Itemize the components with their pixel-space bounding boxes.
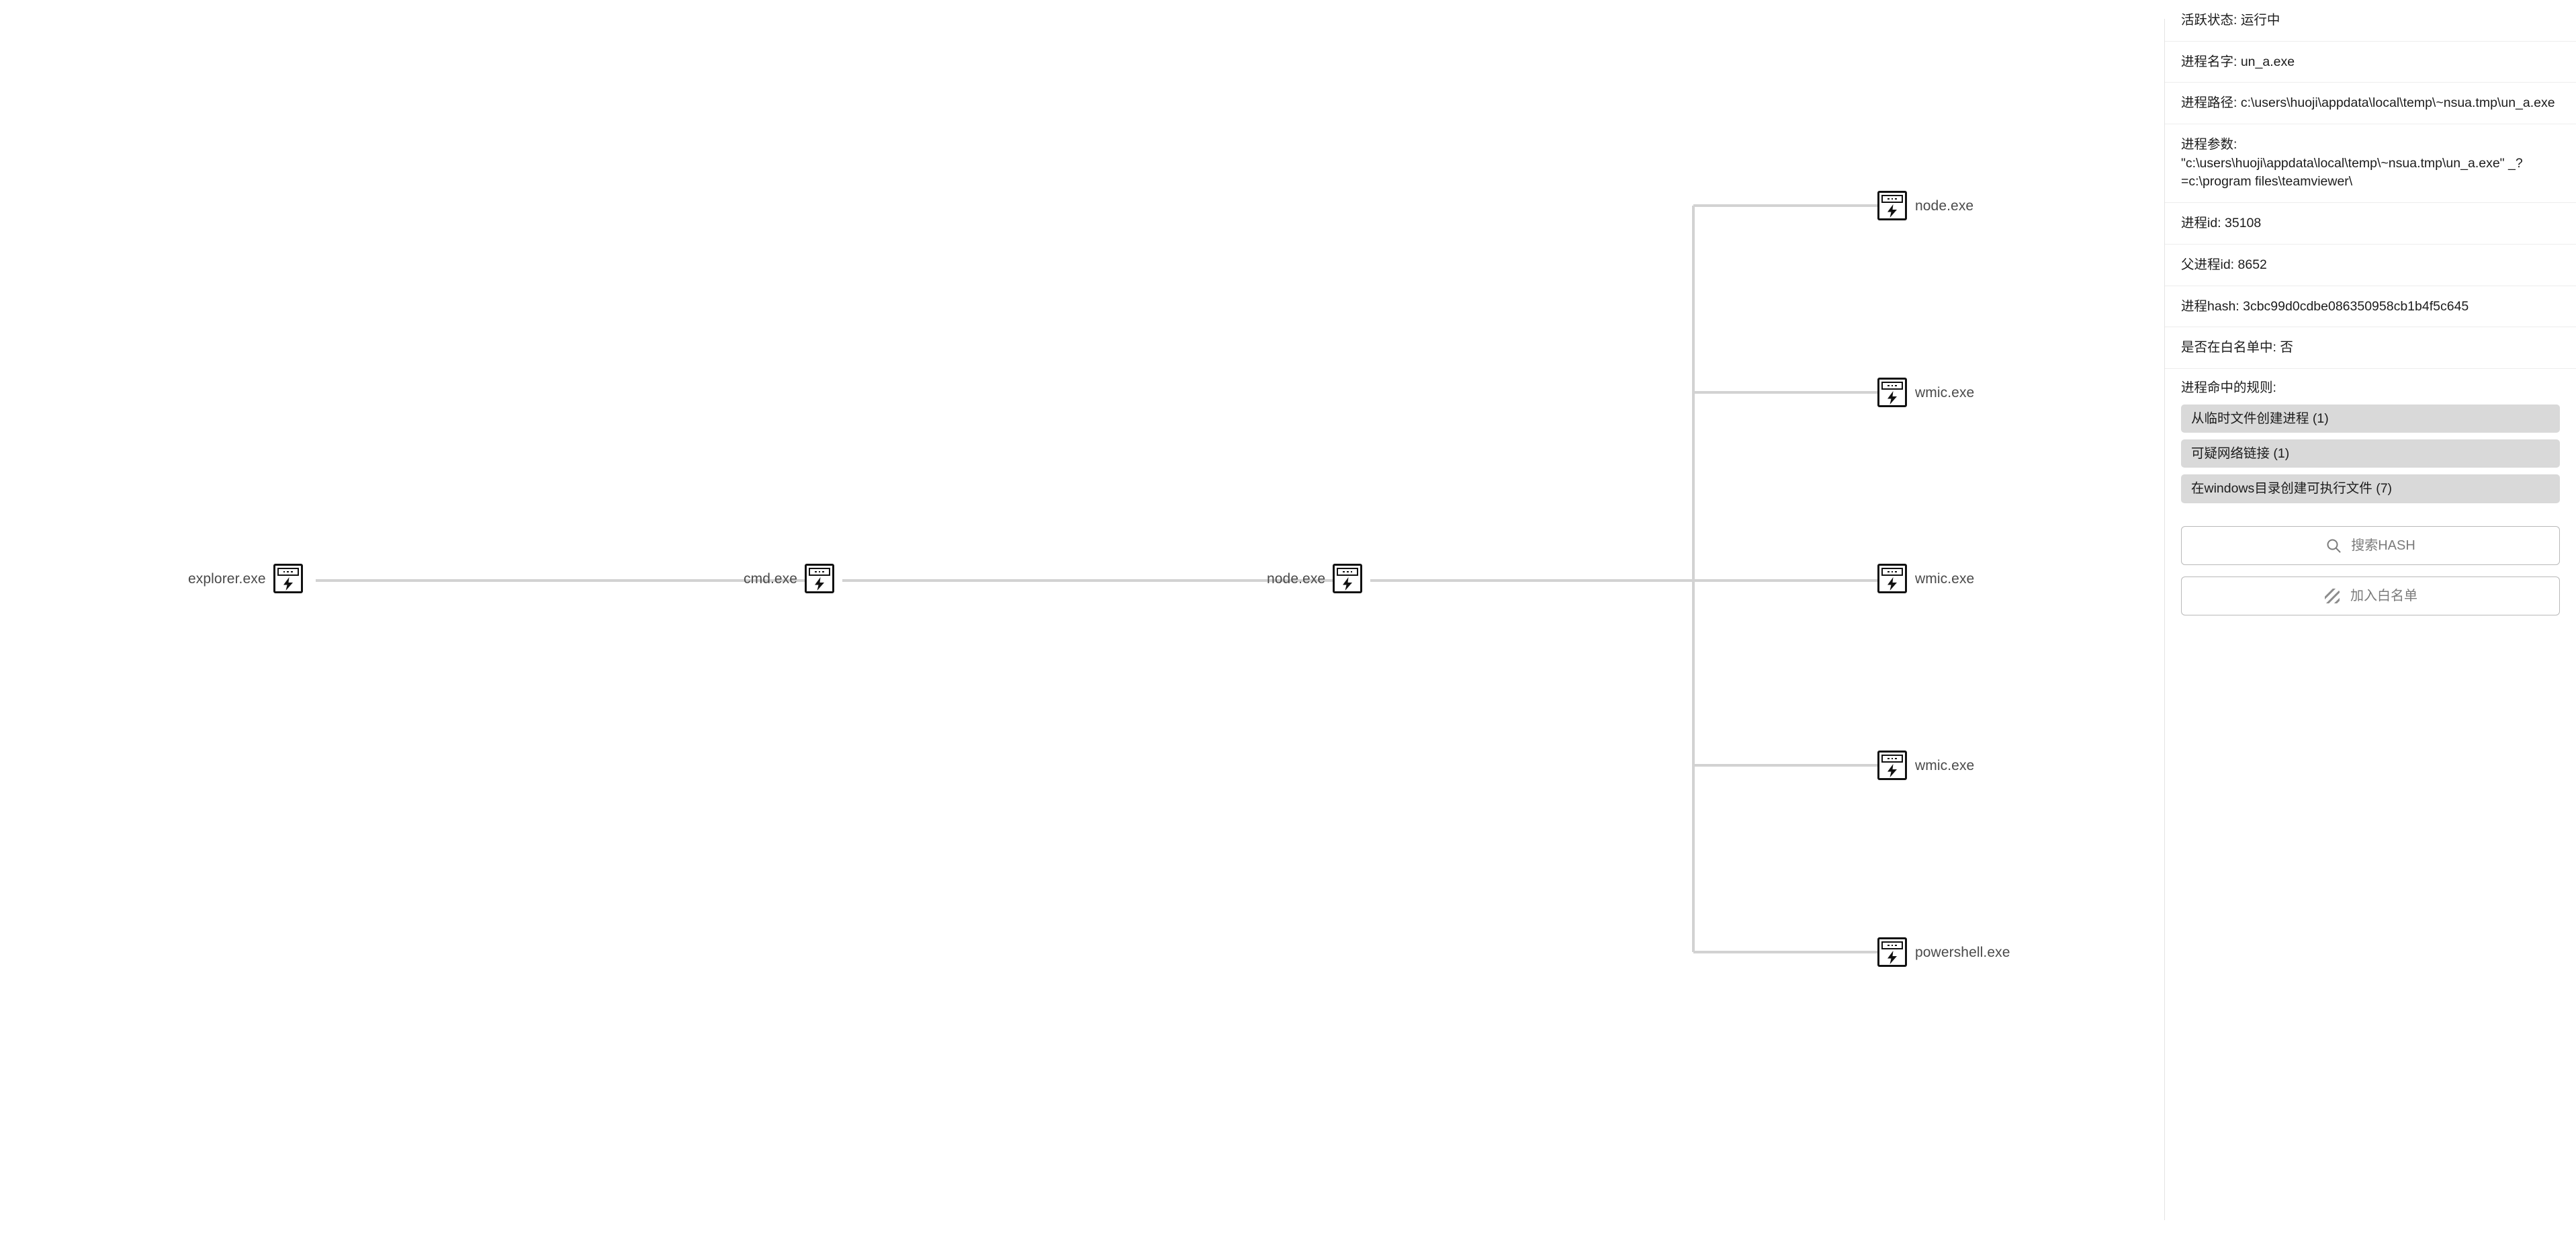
search-hash-label: 搜索HASH [2351,538,2415,553]
panel-divider [2164,19,2165,1220]
rule-badge-suspicious-network[interactable]: 可疑网络链接 (1) [2181,439,2560,468]
process-node-node-child[interactable]: node.exe [1877,190,1973,221]
detail-row-process-path: 进程路径: c:\users\huoji\appdata\local\temp\… [2165,83,2576,125]
detail-row-text: 进程hash: 3cbc99d0cdbe086350958cb1b4f5c645 [2181,298,2469,314]
process-tree-canvas: explorer.exe cmd.exe node.exe [188,190,2010,968]
hatch-square-icon [2323,587,2341,605]
process-node-wmic-3[interactable]: wmic.exe [1877,750,1974,781]
console-bolt-icon [273,564,303,593]
console-bolt-icon [805,564,835,593]
process-node-label: wmic.exe [1915,570,1975,587]
detail-row-process-name: 进程名字: un_a.exe [2165,42,2576,83]
detail-row-text: 进程名字: un_a.exe [2181,54,2295,69]
console-bolt-icon [1877,937,1907,967]
detail-row-in-whitelist: 是否在白名单中: 否 [2165,327,2576,369]
add-to-whitelist-label: 加入白名单 [2350,588,2417,603]
console-bolt-icon [1877,751,1907,780]
process-detail-list: 活跃状态: 运行中 进程名字: un_a.exe 进程路径: c:\users\… [2165,0,2576,627]
detail-row-text: 父进程id: 8652 [2181,257,2267,272]
process-node-label: powershell.exe [1915,944,2010,960]
detail-row-text: 活跃状态: 运行中 [2181,13,2280,28]
console-bolt-icon [1877,564,1907,593]
process-node-label: node.exe [1267,570,1326,587]
process-node-node-parent[interactable]: node.exe [1267,563,1363,594]
process-node-wmic-2[interactable]: wmic.exe [1877,563,1974,594]
detail-row-text: 进程id: 35108 [2181,216,2262,231]
detail-row-text: 是否在白名单中: 否 [2181,340,2293,355]
detail-row-parent-process-id: 父进程id: 8652 [2165,245,2576,286]
console-bolt-icon [1333,564,1363,593]
add-to-whitelist-button[interactable]: 加入白名单 [2181,576,2560,615]
search-icon [2325,538,2342,554]
panel-actions: 搜索HASH 加入白 [2165,514,2576,615]
process-node-label: wmic.exe [1915,384,1975,400]
process-detail-panel: 活跃状态: 运行中 进程名字: un_a.exe 进程路径: c:\users\… [2164,0,2576,1239]
detail-row-process-id: 进程id: 35108 [2165,203,2576,245]
rule-badge-windows-dir-exe[interactable]: 在windows目录创建可执行文件 (7) [2181,474,2560,503]
process-node-label: wmic.exe [1915,757,1975,773]
process-tree-edges [316,204,1877,953]
process-node-label: explorer.exe [188,570,266,587]
detail-row-process-args: 进程参数: "c:\users\huoji\appdata\local\temp… [2165,124,2576,204]
detail-row-process-hash: 进程hash: 3cbc99d0cdbe086350958cb1b4f5c645 [2165,286,2576,328]
rule-badge-temp-file-process[interactable]: 从临时文件创建进程 (1) [2181,404,2560,433]
process-node-wmic-1[interactable]: wmic.exe [1877,377,1974,408]
console-bolt-icon [1877,378,1907,407]
search-hash-button[interactable]: 搜索HASH [2181,525,2560,565]
process-node-powershell[interactable]: powershell.exe [1877,937,2010,968]
process-node-label: cmd.exe [744,570,798,587]
detail-row-text: 进程路径: c:\users\huoji\appdata\local\temp\… [2181,95,2555,111]
process-node-cmd[interactable]: cmd.exe [744,563,835,594]
process-node-explorer[interactable]: explorer.exe [188,563,303,594]
detail-row-active-state: 活跃状态: 运行中 [2165,0,2576,42]
matched-rules-title: 进程命中的规则: [2181,380,2276,395]
detail-row-text: 进程参数: "c:\users\huoji\appdata\local\temp… [2181,137,2523,189]
matched-rules-section: 进程命中的规则: 从临时文件创建进程 (1) 可疑网络链接 (1) 在windo… [2165,369,2576,514]
process-node-label: node.exe [1915,198,1974,214]
console-bolt-icon [1877,191,1907,220]
